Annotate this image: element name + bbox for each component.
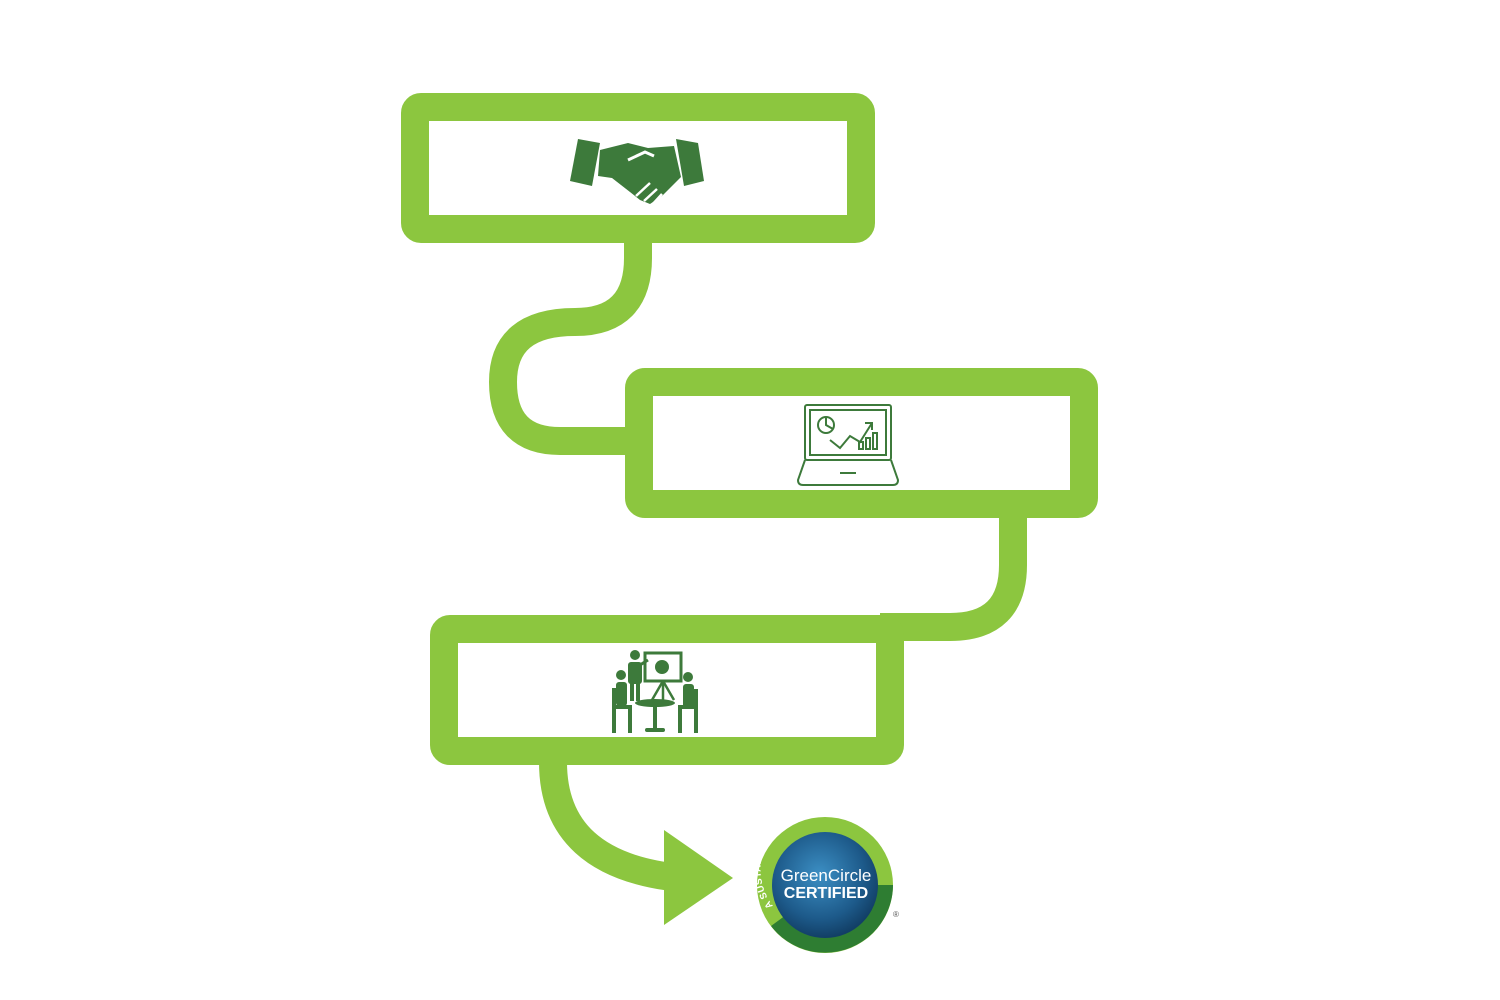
badge-registered-mark: ® bbox=[893, 910, 899, 919]
step-box-2 bbox=[625, 368, 1098, 518]
step-box-3 bbox=[430, 615, 904, 765]
badge-line2: CERTIFIED bbox=[784, 885, 868, 902]
connector-3-badge bbox=[539, 761, 682, 892]
connector-1-2 bbox=[488, 240, 652, 455]
badge-line1: GreenCircle bbox=[781, 866, 872, 885]
arrowhead bbox=[664, 830, 733, 925]
handshake-icon bbox=[570, 139, 704, 206]
step-box-1 bbox=[401, 93, 875, 243]
meeting-presentation-icon bbox=[612, 650, 698, 733]
connector-2-3 bbox=[880, 514, 1027, 641]
laptop-chart-icon bbox=[796, 404, 900, 486]
greencircle-certified-badge: A SUSTAINABLE SOLUTION GreenCircle CERTI… bbox=[752, 800, 899, 953]
